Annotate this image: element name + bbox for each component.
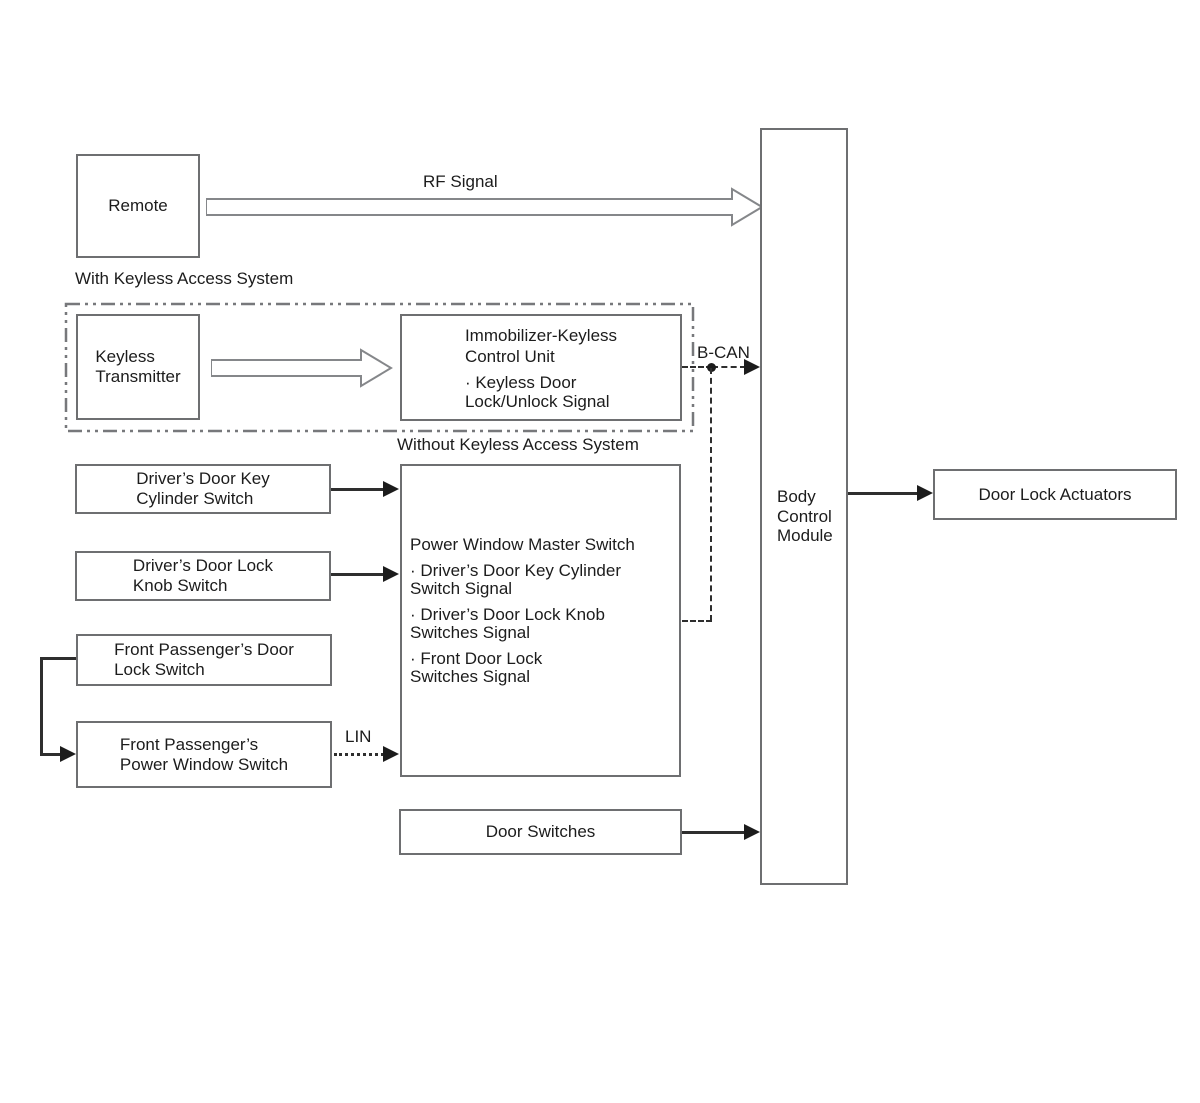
power-window-master-switch-box: Power Window Master Switch · Driver’s Do… (400, 464, 681, 777)
label-line: Power Window Switch (119, 754, 289, 774)
bullet-line: Switches Signal (410, 623, 531, 642)
lock-knob-to-pwms-line (331, 573, 385, 576)
body-control-module-label: Body Control Module (777, 487, 833, 546)
passenger-elbow-top-line (40, 657, 76, 660)
keyless-transmitter-label: Keyless Transmitter (95, 347, 180, 387)
key-cylinder-to-pwms-arrowhead (383, 481, 399, 497)
lin-arrowhead (383, 746, 399, 762)
label-line: Keyless (95, 347, 155, 366)
keyless-group-dashdot-border (64, 302, 695, 433)
bullet-item: · Front Door Lock Switches Signal (410, 648, 635, 687)
b-can-dashed-line-to-bcm (712, 366, 746, 368)
label-line: Control (777, 506, 832, 526)
door-switches-box: Door Switches (399, 809, 682, 855)
lin-label: LIN (345, 727, 372, 746)
label-line: Driver’s Door Key (136, 469, 270, 488)
drivers-door-lock-knob-switch-box: Driver’s Door Lock Knob Switch (75, 551, 331, 601)
label-line: Cylinder Switch (136, 489, 254, 508)
bcm-to-actuators-arrowhead (917, 485, 933, 501)
immobilizer-keyless-control-unit-box: Immobilizer-Keyless Control Unit · Keyle… (400, 314, 682, 421)
label-line: Lock Switch (114, 660, 205, 679)
b-can-dashed-line-from-pwms (682, 620, 712, 622)
door-switches-label: Door Switches (485, 822, 596, 841)
label-line: Module (777, 526, 833, 545)
front-passengers-door-lock-switch-box: Front Passenger’s Door Lock Switch (76, 634, 332, 686)
body-control-module-box: Body Control Module (760, 128, 848, 885)
power-window-master-switch-label: Power Window Master Switch · Driver’s Do… (410, 535, 635, 687)
lin-dotted-line (334, 753, 384, 756)
rf-signal-label: RF Signal (423, 172, 498, 191)
keyless-transmitter-hollow-arrow (211, 348, 393, 388)
without-keyless-access-label: Without Keyless Access System (397, 435, 639, 454)
remote-label: Remote (108, 196, 168, 215)
label-line: Transmitter (95, 367, 181, 386)
bullet-line: Switches Signal (410, 667, 531, 686)
passenger-elbow-vertical-line (40, 657, 43, 756)
passenger-elbow-arrowhead (60, 746, 76, 762)
passenger-elbow-bottom-line (40, 753, 62, 756)
label-line: Driver’s Door Lock (132, 556, 274, 575)
b-can-junction-dot (707, 363, 716, 372)
bullet-line: · Driver’s Door Key Cylinder (410, 560, 621, 580)
rf-signal-hollow-arrow (206, 187, 764, 227)
front-passengers-power-window-switch-label: Front Passenger’s Power Window Switch (120, 735, 288, 775)
lock-knob-to-pwms-arrowhead (383, 566, 399, 582)
with-keyless-access-label: With Keyless Access System (75, 269, 294, 288)
b-can-arrowhead (744, 359, 760, 375)
bullet-line: Switch Signal (410, 579, 513, 598)
bullet-item: · Driver’s Door Key Cylinder Switch Sign… (410, 560, 635, 599)
front-passengers-door-lock-switch-label: Front Passenger’s Door Lock Switch (114, 640, 294, 680)
b-can-label: B-CAN (697, 343, 750, 362)
front-passengers-power-window-switch-box: Front Passenger’s Power Window Switch (76, 721, 332, 788)
drivers-door-lock-knob-switch-label: Driver’s Door Lock Knob Switch (133, 556, 273, 596)
door-switches-to-bcm-arrowhead (744, 824, 760, 840)
label-line: Front Passenger’s Door (114, 640, 294, 659)
box-title: Power Window Master Switch (410, 535, 635, 554)
label-line: Body (777, 487, 816, 506)
remote-box: Remote (76, 154, 200, 258)
b-can-dashed-line-from-immobilizer (682, 366, 712, 368)
b-can-dashed-vertical-line (710, 368, 712, 621)
drivers-door-key-cylinder-switch-label: Driver’s Door Key Cylinder Switch (136, 469, 270, 509)
immobilizer-label: Immobilizer-Keyless Control Unit · Keyle… (465, 325, 617, 411)
bullet-item: · Driver’s Door Lock Knob Switches Signa… (410, 604, 635, 643)
bullet-line: · Driver’s Door Lock Knob (410, 604, 605, 624)
bullet-line: · Front Door Lock (410, 648, 543, 668)
bullet-line: Lock/Unlock Signal (464, 391, 610, 411)
bcm-to-actuators-line (848, 492, 919, 495)
label-line: Front Passenger’s (119, 734, 259, 754)
door-lock-actuators-label: Door Lock Actuators (978, 484, 1132, 504)
label-line: Immobilizer-Keyless (464, 325, 618, 345)
label-line: Control Unit (464, 346, 555, 366)
keyless-transmitter-box: Keyless Transmitter (76, 314, 200, 420)
drivers-door-key-cylinder-switch-box: Driver’s Door Key Cylinder Switch (75, 464, 331, 514)
door-lock-actuators-box: Door Lock Actuators (933, 469, 1177, 520)
key-cylinder-to-pwms-line (331, 488, 385, 491)
label-line: Knob Switch (132, 576, 228, 595)
bullet-line: · Keyless Door (464, 372, 577, 392)
door-switches-to-bcm-line (682, 831, 746, 834)
